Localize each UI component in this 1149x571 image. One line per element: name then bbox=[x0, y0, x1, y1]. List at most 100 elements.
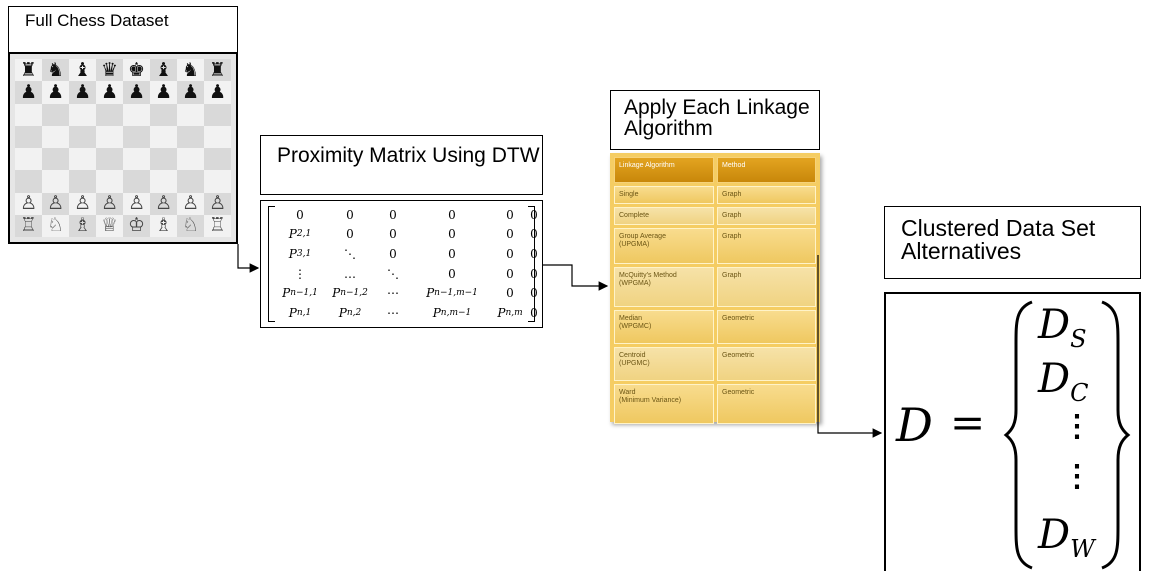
linkage-algorithm-cell: Ward (Minimum Variance) bbox=[614, 384, 714, 424]
matrix-zero: 0 bbox=[530, 207, 538, 222]
chess-piece-square: ♟ bbox=[96, 81, 123, 104]
chess-square bbox=[204, 125, 231, 148]
chess-piece-square: ♙ bbox=[69, 192, 96, 215]
linkage-algorithm-cell: Centroid (UPGMC) bbox=[614, 347, 714, 381]
chess-square bbox=[177, 125, 204, 148]
cluster-alternative-base: D bbox=[1038, 356, 1071, 402]
matrix-zero: 0 bbox=[530, 247, 538, 262]
linkage-algorithm-cell: Median (WPGMC) bbox=[614, 310, 714, 344]
chess-square bbox=[15, 103, 42, 126]
chess-square bbox=[15, 170, 42, 193]
cluster-alternative: DW bbox=[1038, 512, 1095, 563]
cluster-alternative-subscript: S bbox=[1070, 325, 1087, 353]
arrow-linkage-to-result bbox=[817, 255, 883, 438]
matrix-entry-subscript: n−1,m−1 bbox=[434, 288, 478, 299]
chess-square bbox=[123, 103, 150, 126]
chess-piece-square: ♗ bbox=[69, 214, 96, 237]
linkage-table-row: Median (WPGMC)Geometric bbox=[614, 310, 816, 344]
chess-piece-square: ♙ bbox=[150, 192, 177, 215]
chess-square bbox=[96, 148, 123, 171]
chess-piece-square: ♙ bbox=[15, 192, 42, 215]
matrix-zero: 0 bbox=[389, 227, 397, 242]
chess-piece-square: ♟ bbox=[123, 81, 150, 104]
result-lhs: D bbox=[896, 398, 933, 452]
chess-dataset-label: Full Chess Dataset bbox=[8, 6, 238, 53]
chess-square bbox=[123, 125, 150, 148]
chess-square bbox=[150, 148, 177, 171]
linkage-method-cell: Geometric bbox=[717, 347, 816, 381]
chess-square bbox=[15, 148, 42, 171]
matrix-ellipsis: ⋮ bbox=[294, 266, 306, 281]
chess-square bbox=[96, 170, 123, 193]
chess-piece-square: ♛ bbox=[96, 59, 123, 82]
chess-piece-square: ♟ bbox=[42, 81, 69, 104]
chess-piece-square: ♟ bbox=[69, 81, 96, 104]
linkage-method-cell: Graph bbox=[717, 267, 816, 307]
matrix-zero: 0 bbox=[389, 207, 397, 222]
matrix-entry-base: P bbox=[282, 286, 291, 301]
matrix-entry-subscript: n,m bbox=[505, 308, 523, 319]
matrix-zero: 0 bbox=[448, 247, 456, 262]
chess-piece-square: ♙ bbox=[123, 192, 150, 215]
linkage-algorithm-cell: Group Average (UPGMA) bbox=[614, 228, 714, 264]
linkage-algorithm-cell: Linkage Algorithm bbox=[614, 157, 714, 183]
chess-piece-square: ♖ bbox=[204, 214, 231, 237]
chess-piece-square: ♙ bbox=[96, 192, 123, 215]
matrix-entry-base: P bbox=[332, 286, 341, 301]
cluster-alternative: DS bbox=[1038, 302, 1087, 353]
chess-piece-square: ♚ bbox=[123, 59, 150, 82]
chess-square bbox=[177, 148, 204, 171]
chess-piece-square: ♜ bbox=[204, 59, 231, 82]
chess-piece-square: ♘ bbox=[177, 214, 204, 237]
chess-piece-square: ♕ bbox=[96, 214, 123, 237]
proximity-matrix-label: Proximity Matrix Using DTW bbox=[260, 135, 543, 195]
chess-piece-square: ♞ bbox=[42, 59, 69, 82]
chess-piece-square: ♟ bbox=[204, 81, 231, 104]
chess-piece-square: ♟ bbox=[15, 81, 42, 104]
matrix-entry-base: P bbox=[432, 306, 441, 321]
matrix-ellipsis: ⋯ bbox=[387, 306, 399, 321]
clustered-alternatives-label: Clustered Data Set Alternatives bbox=[884, 206, 1141, 279]
chess-square bbox=[15, 125, 42, 148]
arrow-chess-to-matrix bbox=[237, 244, 260, 273]
chess-square bbox=[69, 170, 96, 193]
chess-piece-square: ♘ bbox=[42, 214, 69, 237]
matrix-entry-subscript: n,1 bbox=[296, 308, 312, 319]
chess-square bbox=[42, 148, 69, 171]
linkage-method-cell: Graph bbox=[717, 228, 816, 264]
matrix-zero: 0 bbox=[506, 207, 514, 222]
matrix-entry-base: P bbox=[426, 286, 435, 301]
matrix-entry-subscript: n−1,2 bbox=[340, 288, 368, 299]
linkage-algorithm-label: Apply Each Linkage Algorithm bbox=[610, 90, 820, 150]
matrix-entry-base: P bbox=[288, 247, 297, 262]
matrix-entry-subscript: n,m−1 bbox=[440, 308, 472, 319]
matrix-entry-subscript: n−1,1 bbox=[290, 288, 318, 299]
left-brace bbox=[1003, 300, 1033, 570]
matrix-ellipsis: … bbox=[344, 266, 356, 281]
matrix-zero: 0 bbox=[296, 207, 304, 222]
matrix-entry-base: P bbox=[338, 306, 347, 321]
cluster-alternative-base: D bbox=[1038, 512, 1071, 558]
matrix-zero: 0 bbox=[448, 207, 456, 222]
linkage-table-row: McQuitty's Method (WPGMA)Graph bbox=[614, 267, 816, 307]
matrix-zero: 0 bbox=[448, 227, 456, 242]
chess-piece-square: ♙ bbox=[42, 192, 69, 215]
chess-piece-square: ♝ bbox=[150, 59, 177, 82]
right-brace bbox=[1101, 300, 1131, 570]
chess-square bbox=[69, 148, 96, 171]
chess-square bbox=[177, 170, 204, 193]
matrix-entry-subscript: 2,1 bbox=[296, 229, 312, 240]
matrix-zero: 0 bbox=[448, 266, 456, 281]
matrix-zero: 0 bbox=[530, 286, 538, 301]
chess-piece-square: ♟ bbox=[150, 81, 177, 104]
cluster-alternative-subscript: W bbox=[1070, 535, 1095, 563]
chess-square bbox=[123, 148, 150, 171]
